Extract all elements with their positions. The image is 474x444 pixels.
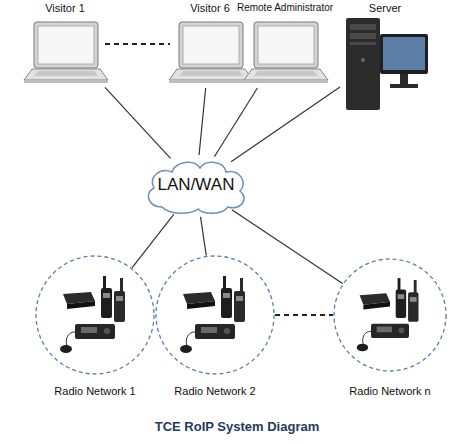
network-link — [105, 43, 170, 45]
laptop-illustration — [169, 22, 253, 83]
laptop-illustration — [24, 22, 108, 83]
network-circle — [333, 258, 447, 372]
connector-group — [105, 44, 343, 315]
node-label: Remote Administrator — [230, 2, 340, 14]
node-label: Radio Network 1 — [35, 385, 155, 398]
monitor-frame — [380, 34, 428, 74]
network-link — [275, 314, 333, 316]
monitor-foot — [390, 84, 418, 88]
server-illustration — [346, 18, 428, 110]
network-circle — [155, 255, 275, 375]
node-label: Server — [340, 2, 430, 15]
server-computer: Server — [340, 0, 430, 112]
node-label: Radio Network 2 — [155, 385, 275, 398]
radio-network: Radio Network 1 — [35, 255, 155, 405]
network-link — [232, 210, 343, 284]
radio-equipment — [357, 278, 419, 351]
network-link — [199, 88, 206, 155]
radio-network: Radio Network n — [333, 258, 447, 405]
network-link — [214, 88, 257, 157]
drive-bay — [350, 33, 376, 39]
dashed-circle — [334, 259, 446, 371]
server-tower — [346, 18, 380, 110]
monitor-stand — [400, 74, 408, 84]
radio-equipment — [180, 276, 245, 353]
radio-network: Radio Network 2 — [155, 255, 275, 405]
radio-equipment — [60, 276, 125, 353]
network-link — [231, 87, 340, 162]
laptop-illustration — [244, 22, 328, 83]
admin-laptop: Remote Administrator — [230, 0, 340, 88]
network-link — [132, 214, 174, 267]
drive-bay — [350, 42, 376, 45]
dashed-circle — [156, 256, 274, 374]
dashed-circle — [36, 256, 154, 374]
power-button — [361, 58, 365, 62]
node-label: Radio Network n — [333, 385, 447, 398]
drive-bay — [350, 24, 376, 30]
node-label: Visitor 1 — [25, 2, 105, 15]
network-circle — [35, 255, 155, 375]
network-link — [105, 87, 171, 158]
visitor-laptop: Visitor 6 — [170, 0, 250, 88]
monitor-screen — [383, 37, 425, 70]
node-label: LAN/WAN — [140, 175, 252, 195]
diagram-title: TCE RoIP System Diagram — [0, 419, 474, 434]
network-link — [201, 217, 207, 256]
network-cloud: LAN/WAN — [140, 155, 252, 217]
visitor-laptop: Visitor 1 — [25, 0, 105, 88]
